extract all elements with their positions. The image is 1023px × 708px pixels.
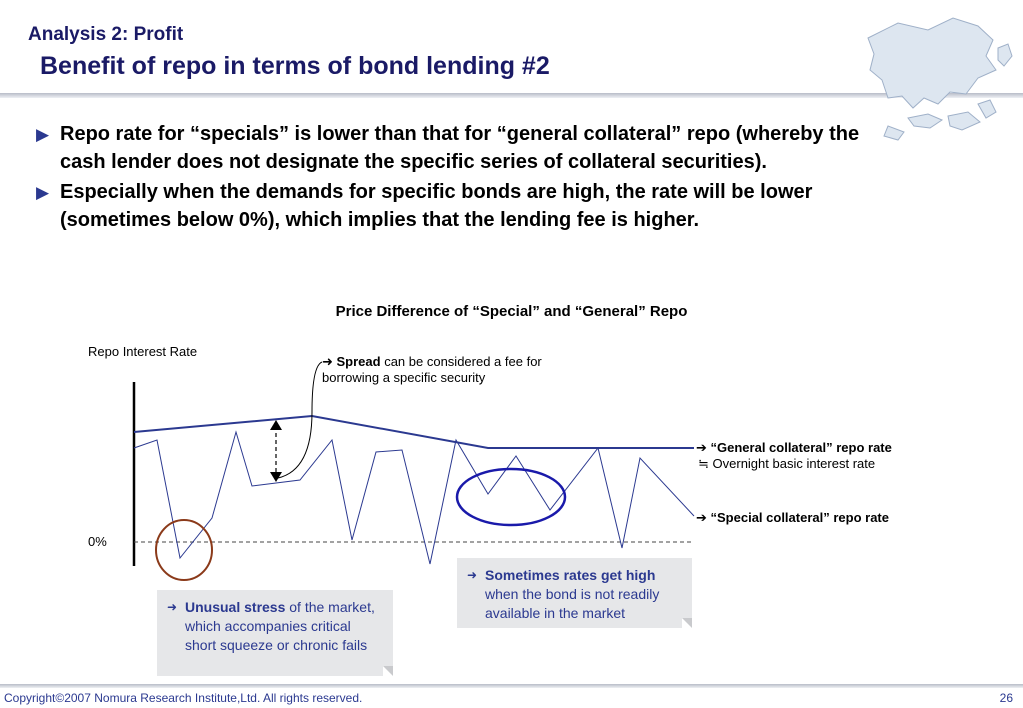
callout-high-text: when the bond is not readily available i…	[485, 586, 660, 621]
slide-title: Benefit of repo in terms of bond lending…	[40, 52, 550, 80]
zero-label: 0%	[88, 534, 107, 549]
bullet-triangle-icon: ▶	[36, 183, 50, 202]
bullet-list: ▶ Repo rate for “specials” is lower than …	[36, 120, 896, 236]
special-collateral-label: ➔ “Special collateral” repo rate	[696, 510, 889, 526]
spread-note-text: can be considered a fee for borrowing a …	[322, 354, 542, 385]
page-fold	[383, 666, 393, 676]
spread-pointer-line	[277, 361, 323, 479]
spread-note: ➜ Spread can be considered a fee for bor…	[322, 354, 562, 386]
chart-title: Price Difference of “Special” and “Gener…	[335, 303, 688, 320]
arrow-right-icon: ➔	[696, 510, 711, 525]
callout-high-rates: ➜ Sometimes rates get high when the bond…	[457, 558, 692, 628]
footer-divider	[0, 684, 1023, 688]
arrow-right-icon: ➔	[696, 440, 711, 455]
arrow-right-icon: ➜	[167, 600, 178, 614]
page-fold	[682, 618, 692, 628]
gc-sub-label: ≒ Overnight basic interest rate	[698, 456, 876, 471]
special-collateral-line	[133, 430, 695, 565]
title-divider	[0, 93, 1023, 98]
bullet-item: ▶ Especially when the demands for specifi…	[36, 178, 896, 234]
bullet-text: Especially when the demands for specific…	[60, 181, 813, 231]
spread-arrowhead-down	[270, 472, 282, 482]
callout-stress-text: of the market, which accompanies critica…	[185, 599, 375, 653]
gc-label-text: “General collateral” repo rate	[710, 440, 892, 455]
arrow-right-icon: ➜	[322, 354, 337, 369]
bullet-triangle-icon: ▶	[36, 125, 50, 144]
bullet-item: ▶ Repo rate for “specials” is lower than …	[36, 120, 896, 176]
asia-map-icon	[867, 17, 1013, 141]
general-collateral-line	[133, 414, 694, 449]
page-number: 26	[999, 691, 1013, 705]
spread-note-bold: Spread	[336, 354, 381, 369]
spread-arrowhead-up	[270, 420, 282, 430]
high-rate-ellipse	[455, 467, 567, 527]
bullet-text: Repo rate for “specials” is lower than t…	[60, 123, 860, 173]
stress-circle	[155, 519, 213, 581]
copyright: Copyright©2007 Nomura Research Institute…	[4, 691, 363, 705]
arrow-right-icon: ➜	[467, 568, 478, 582]
general-collateral-label: ➔ “General collateral” repo rate ≒ Overn…	[696, 440, 936, 472]
callout-high-bold: Sometimes rates get high	[485, 567, 656, 583]
slide-subtitle: Analysis 2: Profit	[28, 24, 184, 45]
y-axis-label: Repo Interest Rate	[88, 344, 198, 359]
sc-label-text: “Special collateral” repo rate	[710, 510, 889, 525]
callout-unusual-stress: ➜ Unusual stress of the market, which ac…	[157, 590, 393, 676]
callout-stress-bold: Unusual stress	[185, 599, 286, 615]
